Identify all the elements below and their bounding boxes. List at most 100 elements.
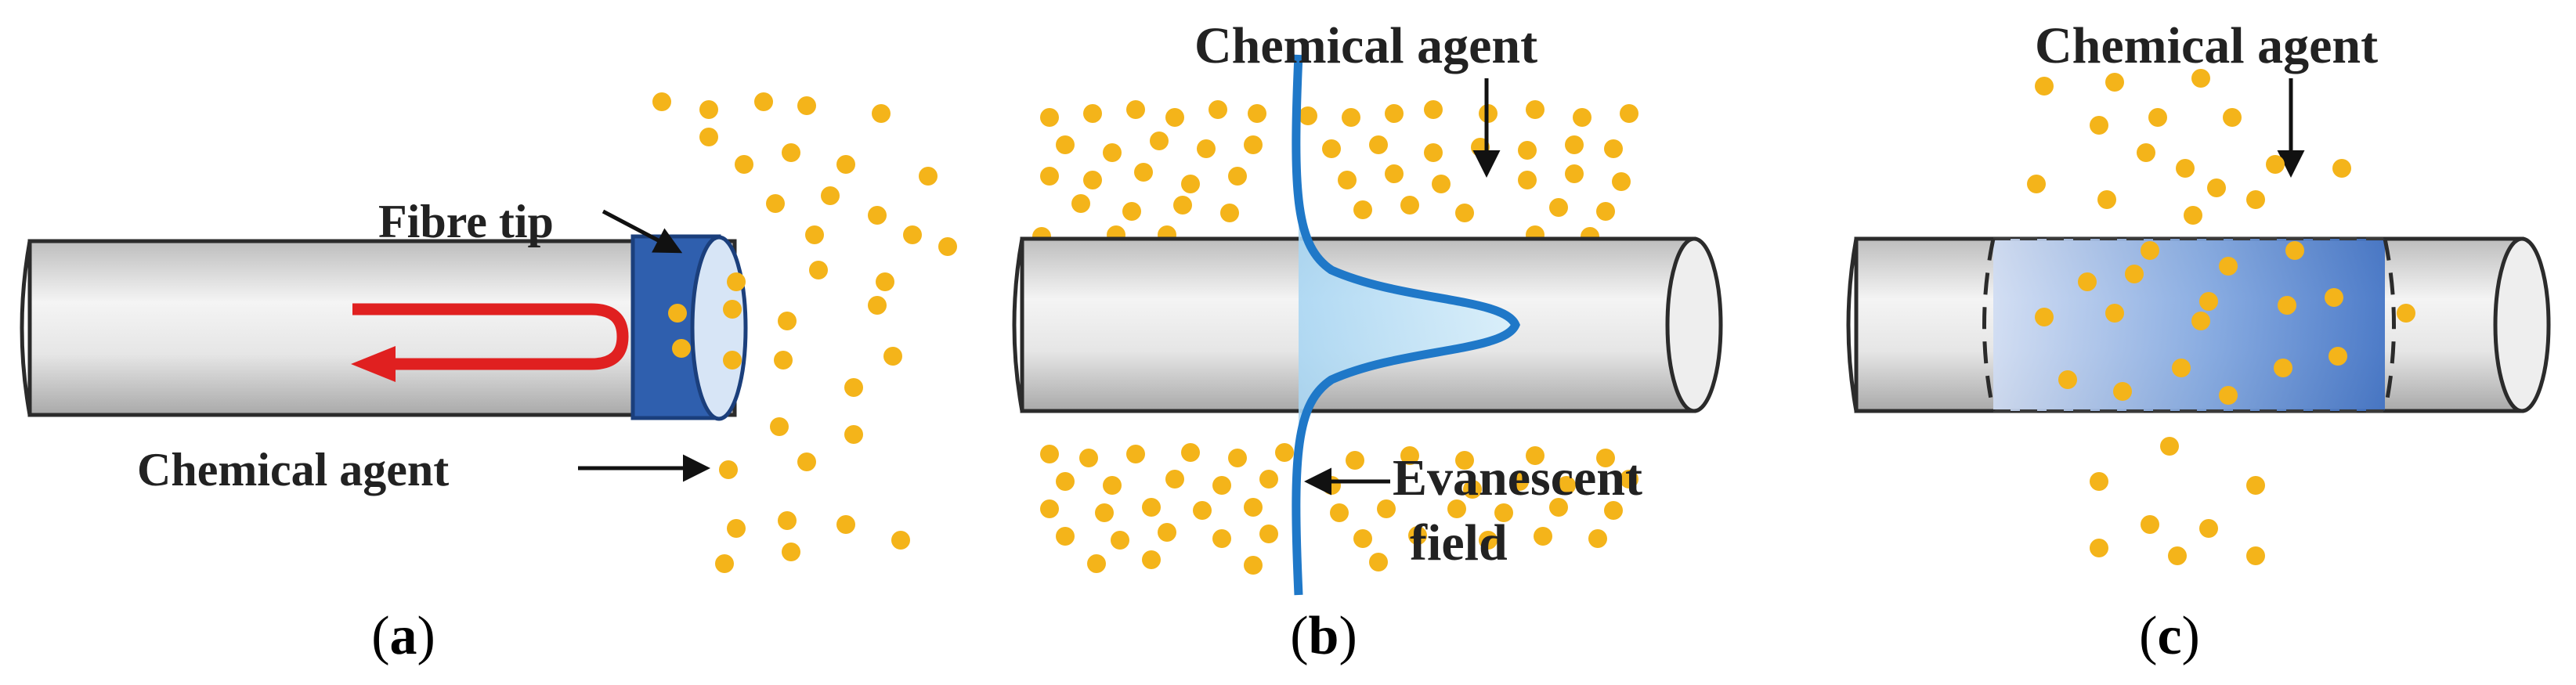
particle [2191,312,2210,330]
particle [1338,171,1357,189]
particle [766,194,785,213]
particle [891,531,910,550]
particle [1220,204,1239,222]
particle [1604,501,1623,520]
particle [844,425,863,444]
particle [2027,175,2046,193]
particle [1573,108,1591,127]
particle [1056,472,1075,491]
particle [2325,288,2343,307]
particle [1369,553,1388,571]
particle [2246,546,2265,565]
particle [1557,476,1576,495]
caption-a: (a) [371,606,435,666]
particle [1385,164,1404,183]
particle [876,272,894,291]
particle [2035,77,2054,96]
particle [1103,143,1122,162]
particle [1040,108,1059,127]
particle [1518,171,1537,189]
particle [1122,202,1141,221]
particle [2137,143,2155,162]
particle [836,155,855,174]
particle [699,100,718,119]
particle [1299,106,1317,125]
particle [844,378,863,397]
particle [2176,159,2195,178]
particle [1322,139,1341,158]
particle [1244,556,1263,575]
particle [735,155,753,174]
particle [1181,443,1200,462]
particle [1455,451,1474,470]
particle [1197,139,1216,158]
particle [2148,108,2167,127]
label-field: field [1410,514,1508,571]
particle [2090,116,2108,135]
label-chemical-agent-a: Chemical agent [137,444,449,496]
particle [1165,470,1184,489]
particle [2141,241,2159,260]
label-chemical-agent-b: Chemical agent [1194,17,1537,74]
panel-c: Chemical agent (c) [1846,17,2551,666]
particle [938,237,957,256]
particle [1228,167,1247,186]
particle [2246,190,2265,209]
particle [1259,525,1278,543]
evanescent-field-curve [1292,54,1520,596]
particle [903,225,922,244]
particle [1150,132,1169,150]
particle [715,554,734,573]
particle [1142,498,1161,517]
particle [1549,498,1568,517]
particle [1526,446,1545,465]
particle [2141,515,2159,534]
particle [2090,539,2108,557]
particle [2097,190,2116,209]
evanescent-field-fill [1295,55,1516,595]
particle [2219,257,2238,276]
fibre-tip-face [690,235,748,421]
fibre-body-b-left-cap [1012,238,1024,412]
particle [699,128,718,146]
particle [1193,501,1212,520]
particle [1212,529,1231,548]
particle [2199,292,2218,311]
particle [1275,443,1294,462]
particle [754,92,773,111]
particle [1588,529,1607,548]
particle [1056,135,1075,154]
particle [1103,476,1122,495]
particle [2191,69,2210,88]
particle [1095,503,1114,522]
particle [1353,200,1372,219]
particle [1432,175,1451,193]
particle [1056,527,1075,546]
particle [1126,445,1145,463]
particle [797,96,816,115]
particle [868,296,887,315]
particle [1259,470,1278,489]
particle [1346,451,1364,470]
label-chemical-agent-c: Chemical agent [2035,17,2378,74]
particle [668,304,687,323]
particle [652,92,671,111]
particle [1040,499,1059,518]
particle [1126,100,1145,119]
particle [2278,296,2296,315]
coating-dashed-right [2383,238,2396,412]
particle [778,511,797,530]
label-fibre-tip: Fibre tip [378,196,554,247]
particle [2105,73,2124,92]
panel-b: Chemical agent Evanescent field (b) [1012,17,1723,666]
particle [1181,175,1200,193]
particle [1083,171,1102,189]
particle [2058,370,2077,389]
particle [1596,449,1615,467]
particle [2090,472,2108,491]
particle [805,225,824,244]
particle [1620,104,1638,123]
particle [1518,141,1537,160]
particle [1040,445,1059,463]
particle [719,460,738,479]
